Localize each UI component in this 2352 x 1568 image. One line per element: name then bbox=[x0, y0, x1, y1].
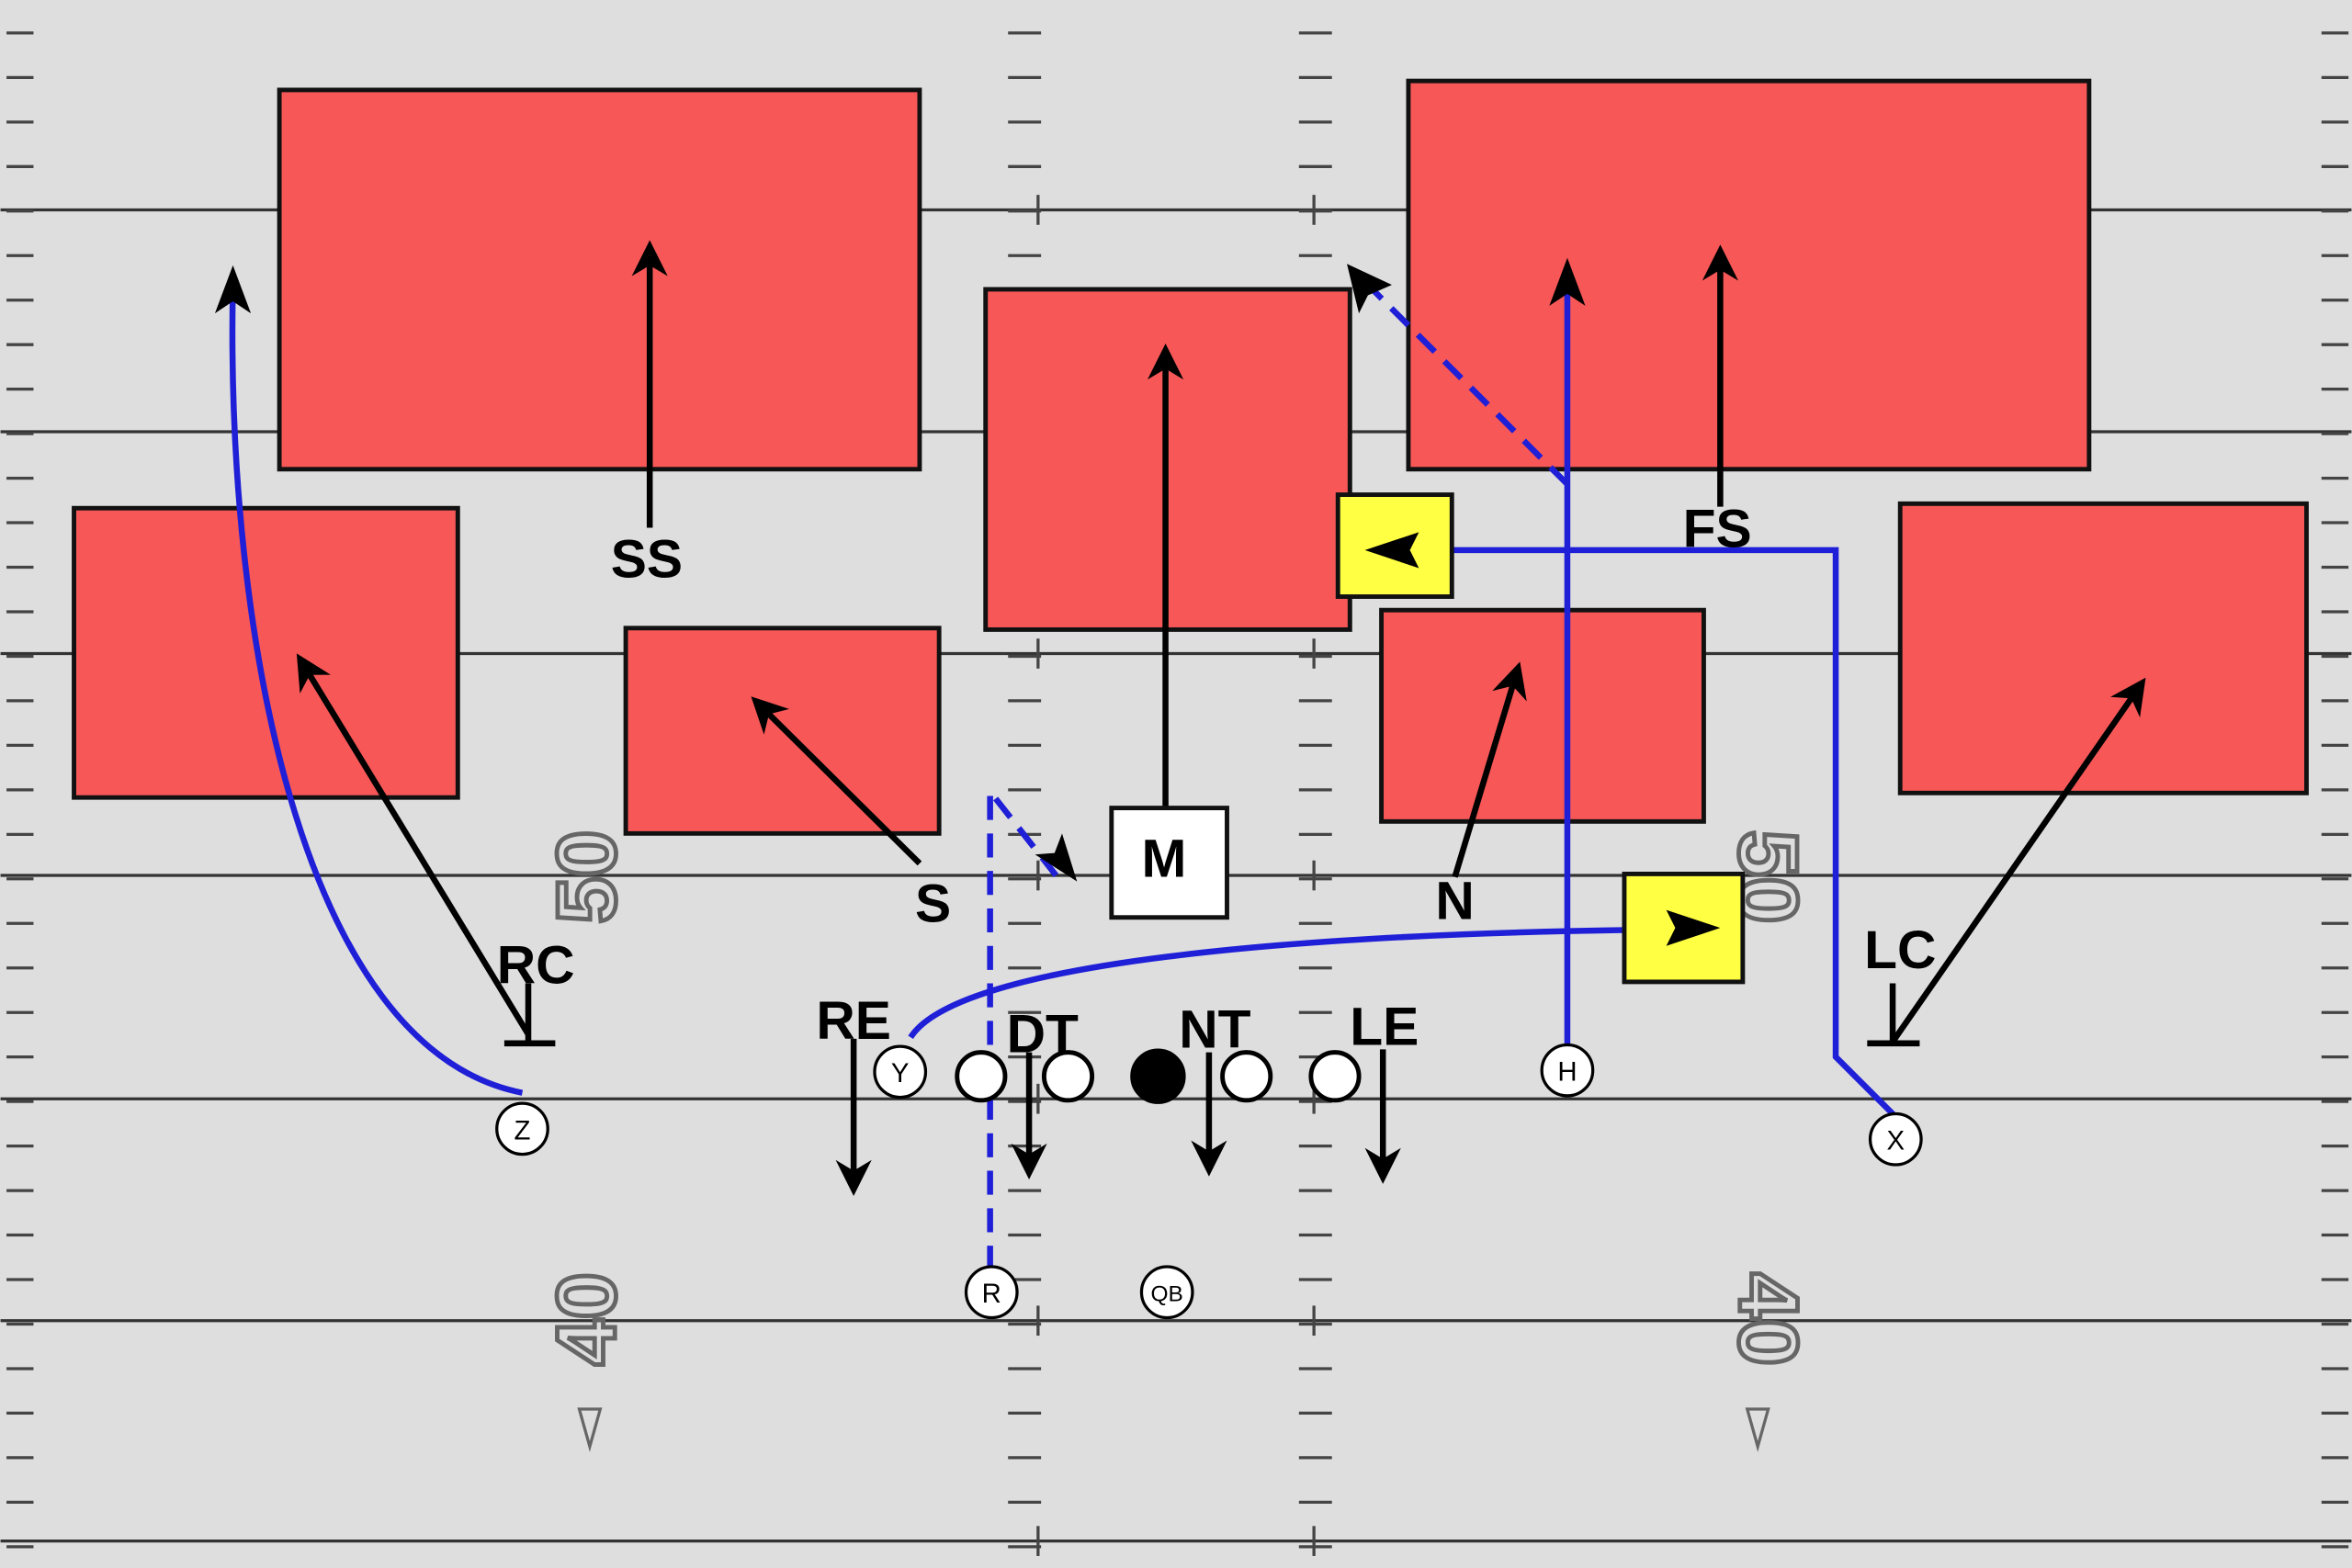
label-y: Y bbox=[891, 1058, 910, 1089]
hash-marks bbox=[6, 31, 2349, 1556]
lc-drop bbox=[1890, 677, 2146, 1044]
player-r bbox=[964, 1265, 1019, 1320]
z-route bbox=[229, 284, 524, 1096]
n-drop bbox=[1452, 661, 1527, 878]
defender-routes bbox=[296, 240, 2146, 1196]
label-r: R bbox=[982, 1279, 1001, 1309]
yard-number: 40 bbox=[540, 1272, 634, 1366]
label-qb: QB bbox=[1151, 1282, 1183, 1307]
lineman bbox=[955, 1050, 1008, 1103]
player-x bbox=[1868, 1111, 1923, 1167]
offensive-line bbox=[955, 1048, 1362, 1104]
y-route bbox=[908, 926, 1680, 1040]
label-s: S bbox=[915, 874, 951, 934]
label-m: M bbox=[1141, 829, 1186, 889]
label-h: H bbox=[1557, 1057, 1577, 1088]
lineman bbox=[1041, 1050, 1095, 1103]
offense-routes bbox=[229, 284, 1900, 1270]
player-h bbox=[1540, 1043, 1595, 1098]
mike-box bbox=[1109, 806, 1229, 920]
route-arrowheads bbox=[214, 257, 1586, 882]
label-fs: FS bbox=[1683, 500, 1752, 559]
flat-zone-left bbox=[72, 505, 460, 800]
hook-zone-right bbox=[1379, 607, 1706, 824]
yard-number: 40 bbox=[1722, 1272, 1815, 1366]
r-route bbox=[987, 783, 1059, 1270]
label-z: Z bbox=[514, 1115, 531, 1145]
skill-players bbox=[495, 1043, 1923, 1320]
label-rc: RC bbox=[497, 936, 575, 996]
label-lc: LC bbox=[1864, 920, 1936, 980]
target-boxes bbox=[1335, 492, 1746, 985]
label-n: N bbox=[1435, 871, 1474, 931]
s-drop bbox=[751, 696, 922, 866]
defense-labels: SS FS RC LC S M N RE DT NT LE bbox=[497, 500, 1937, 1065]
player-y bbox=[873, 1044, 928, 1100]
deep-zone-right bbox=[1406, 78, 2092, 472]
label-x: X bbox=[1887, 1126, 1905, 1156]
player-labels: Z Y R QB H X bbox=[514, 1057, 1905, 1310]
lineman bbox=[1308, 1050, 1362, 1103]
label-re: RE bbox=[816, 991, 891, 1051]
corner-markers bbox=[503, 983, 1920, 1047]
label-nt: NT bbox=[1179, 1000, 1250, 1060]
yard-number: 50 bbox=[540, 830, 634, 924]
flat-zone-right bbox=[1897, 501, 2309, 795]
player-z bbox=[495, 1101, 549, 1156]
lineman bbox=[1220, 1050, 1273, 1103]
rc-drop bbox=[296, 653, 531, 1036]
deep-zone-left bbox=[277, 87, 922, 472]
label-ss: SS bbox=[611, 529, 683, 589]
x-route bbox=[1409, 547, 1900, 1121]
player-qb bbox=[1139, 1265, 1194, 1320]
label-le: LE bbox=[1350, 997, 1419, 1056]
h-option-route bbox=[1370, 287, 1570, 487]
center bbox=[1130, 1048, 1186, 1104]
